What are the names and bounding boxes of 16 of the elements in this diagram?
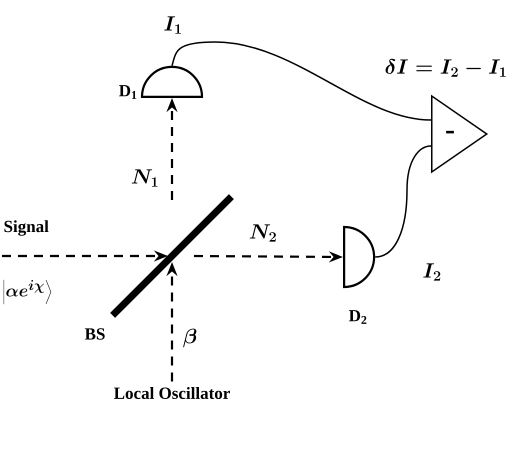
detector: D$_{2}$ (343, 226, 376, 324)
source-label: Local Oscillator (114, 387, 230, 399)
edge-label: $N_1$ (130, 168, 160, 188)
equation: $\delta I = I_2 - I_1$ (386, 58, 506, 77)
edge-label: $N_2$ (248, 223, 278, 243)
edge-label: $I_2$ (421, 262, 443, 282)
state-label: $\left|\alpha e^{i\chi}\right\rangle$ (4, 280, 52, 304)
edge-label: $I_1$ (162, 15, 184, 35)
wire (171, 41, 432, 121)
edge-label: $\beta$ (182, 328, 198, 348)
detector: D$_{1}$ (119, 66, 204, 99)
node-label: BS (84, 328, 105, 340)
node-label: D$_{2}$ (348, 310, 366, 324)
node-label: D$_{1}$ (119, 85, 136, 99)
wire (375, 145, 432, 258)
signal-label: Signal (4, 220, 49, 236)
